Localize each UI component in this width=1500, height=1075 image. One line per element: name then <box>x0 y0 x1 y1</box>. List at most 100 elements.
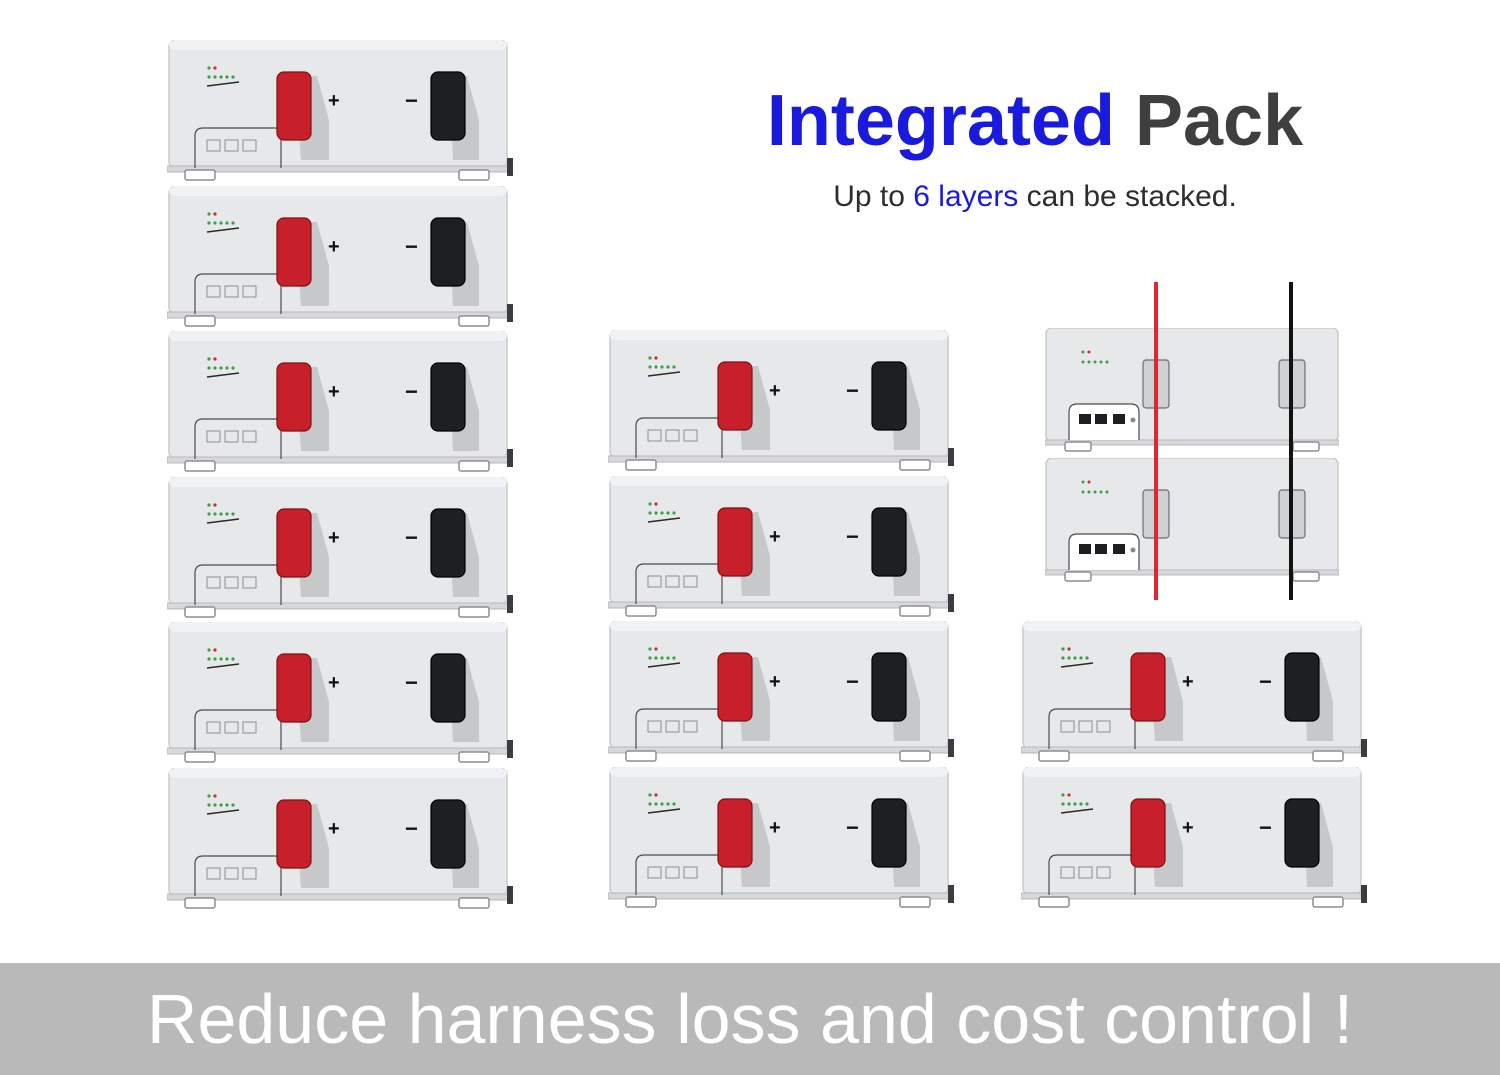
negative-label: − <box>1259 814 1272 840</box>
positive-label: + <box>328 235 340 258</box>
led-indicator-icon <box>206 648 240 669</box>
rj45-port-icon <box>1060 866 1111 878</box>
rj45-port-icon <box>206 285 257 297</box>
positive-terminal-icon <box>276 653 312 723</box>
module-base <box>167 747 510 755</box>
negative-terminal-icon <box>430 71 466 141</box>
module-base <box>167 893 510 900</box>
foot-right <box>458 314 490 327</box>
rj45-port-icon <box>206 721 257 734</box>
foot-right <box>899 459 931 471</box>
module-base <box>167 311 510 318</box>
positive-terminal-icon <box>276 507 312 578</box>
side-latch <box>507 885 513 904</box>
side-latch <box>507 158 513 176</box>
positive-terminal-icon <box>276 71 312 141</box>
rj45-port-icon <box>647 575 698 587</box>
battery-module-left-5: +− <box>167 622 515 764</box>
negative-label: − <box>405 233 418 259</box>
module-base <box>608 892 951 899</box>
positive-label: + <box>1182 671 1194 693</box>
negative-label: − <box>846 523 859 549</box>
battery-module-left-4: +− <box>167 476 515 619</box>
positive-terminal-icon <box>1130 652 1166 722</box>
negative-terminal-icon <box>871 506 907 577</box>
module-base <box>167 165 510 173</box>
module-base <box>167 602 510 609</box>
footer-banner: Reduce harness loss and cost control ! <box>0 963 1500 1075</box>
title-word-pack: Pack <box>1134 81 1304 161</box>
side-latch <box>507 449 513 467</box>
positive-label: + <box>769 816 781 839</box>
negative-label: − <box>846 669 859 694</box>
rj45-port-icon <box>206 139 257 152</box>
module-base <box>1045 569 1339 576</box>
foot-left <box>184 605 216 618</box>
positive-label: + <box>328 672 340 694</box>
foot-right <box>899 895 931 908</box>
led-indicator-icon <box>206 502 240 524</box>
battery-module-middle-2: +− <box>608 475 956 618</box>
module-base <box>1021 892 1364 899</box>
negative-terminal-icon <box>871 797 907 868</box>
title-word-integrated: Integrated <box>766 81 1115 161</box>
subtitle-suffix: can be stacked. <box>1018 180 1237 213</box>
negative-label: − <box>405 88 418 113</box>
positive-terminal-icon <box>276 216 312 287</box>
negative-terminal-icon <box>871 361 907 431</box>
side-latch <box>1361 739 1367 757</box>
rj45-port-icon <box>647 429 698 442</box>
negative-terminal-icon <box>430 653 466 723</box>
positive-terminal-icon <box>276 798 312 869</box>
rj45-port-icon <box>206 430 257 443</box>
positive-label: + <box>328 381 340 403</box>
positive-label: + <box>328 817 340 840</box>
negative-terminal-icon <box>430 798 466 869</box>
battery-module-left-1: +− <box>167 40 515 182</box>
rj45-port-icon <box>1060 720 1111 733</box>
positive-label: + <box>769 671 781 693</box>
foot-left <box>184 896 216 909</box>
rj45-port-icon <box>206 576 257 588</box>
foot-left <box>625 895 657 908</box>
foot-right <box>1312 895 1344 908</box>
rj45-port-icon <box>1079 414 1136 424</box>
negative-terminal-icon <box>430 216 466 287</box>
foot-left <box>625 750 657 762</box>
foot-left <box>184 460 216 472</box>
foot-right <box>458 896 490 909</box>
side-latch <box>948 448 954 466</box>
module-base <box>1021 746 1364 754</box>
battery-module-left-6: +− <box>167 767 515 910</box>
negative-terminal-icon <box>430 362 466 432</box>
led-indicator-icon <box>647 647 681 668</box>
foot-right <box>458 169 490 181</box>
negative-label: − <box>846 814 859 840</box>
rj45-port-icon <box>1079 544 1136 554</box>
battery-module-cabled-2 <box>1045 458 1339 584</box>
foot-left <box>184 169 216 181</box>
positive-terminal-icon <box>717 506 753 577</box>
module-base <box>608 746 951 754</box>
positive-terminal-icon <box>717 652 753 722</box>
led-indicator-icon <box>206 66 240 87</box>
negative-label: − <box>846 378 859 403</box>
foot-right <box>1312 750 1344 762</box>
subtitle-prefix: Up to <box>833 180 914 213</box>
subtitle-highlight: 6 layers <box>913 180 1019 213</box>
foot-left <box>625 604 657 617</box>
rj45-port-icon <box>206 867 257 879</box>
led-indicator-icon <box>206 211 240 233</box>
module-base <box>1045 439 1339 446</box>
footer-text: Reduce harness loss and cost control ! <box>146 980 1354 1058</box>
foot-right <box>458 751 490 763</box>
foot-left <box>184 751 216 763</box>
side-latch <box>1361 884 1367 903</box>
rj45-port-icon <box>647 866 698 878</box>
battery-module-left-3: +− <box>167 331 515 473</box>
side-latch <box>948 739 954 757</box>
positive-terminal-icon <box>276 362 312 432</box>
positive-label: + <box>769 525 781 548</box>
foot-left <box>1064 571 1092 582</box>
foot-left <box>625 459 657 471</box>
